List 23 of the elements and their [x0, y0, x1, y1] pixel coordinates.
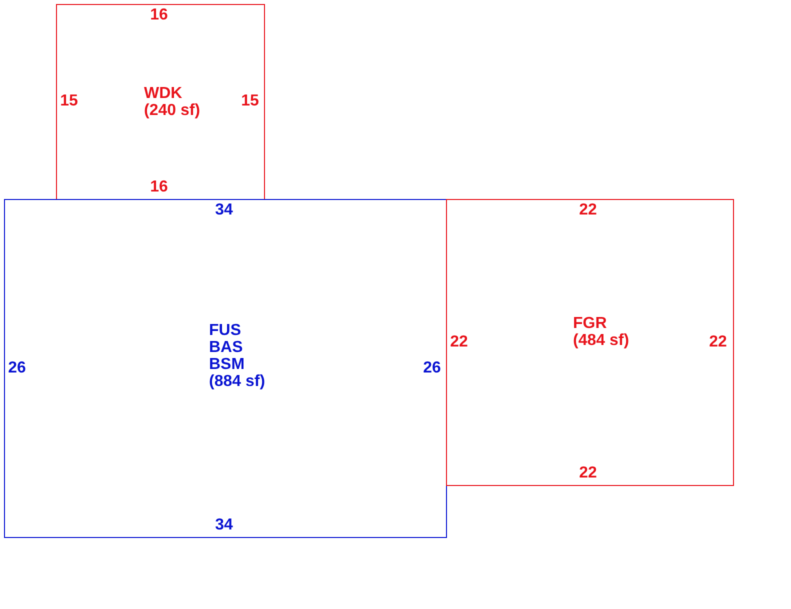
room-label: FUS: [209, 322, 242, 339]
dimension-label: 26: [423, 360, 441, 376]
room-outline: [446, 199, 734, 486]
room-label: WDK: [144, 85, 184, 102]
dimension-label: 22: [450, 334, 468, 350]
dimension-label: 34: [215, 202, 233, 218]
room-label: (484 sf): [573, 332, 630, 349]
dimension-label: 22: [709, 334, 727, 350]
dimension-label: 22: [579, 464, 597, 482]
dimension-label: 15: [60, 92, 78, 110]
room-outline: [56, 4, 265, 200]
room-label: (884 sf): [209, 373, 266, 390]
dimension-label: 26: [8, 360, 26, 376]
room-outline: [4, 199, 447, 538]
room-label: FGR: [573, 315, 608, 332]
dimension-label: 34: [215, 516, 233, 534]
room-label: (240 sf): [144, 102, 200, 119]
dimension-label: 16: [150, 178, 168, 196]
room-label: BAS: [209, 339, 244, 356]
dimension-label: 16: [150, 6, 168, 24]
dimension-label: 15: [241, 92, 259, 110]
dimension-label: 22: [579, 202, 597, 218]
room-label: BSM: [209, 356, 246, 373]
